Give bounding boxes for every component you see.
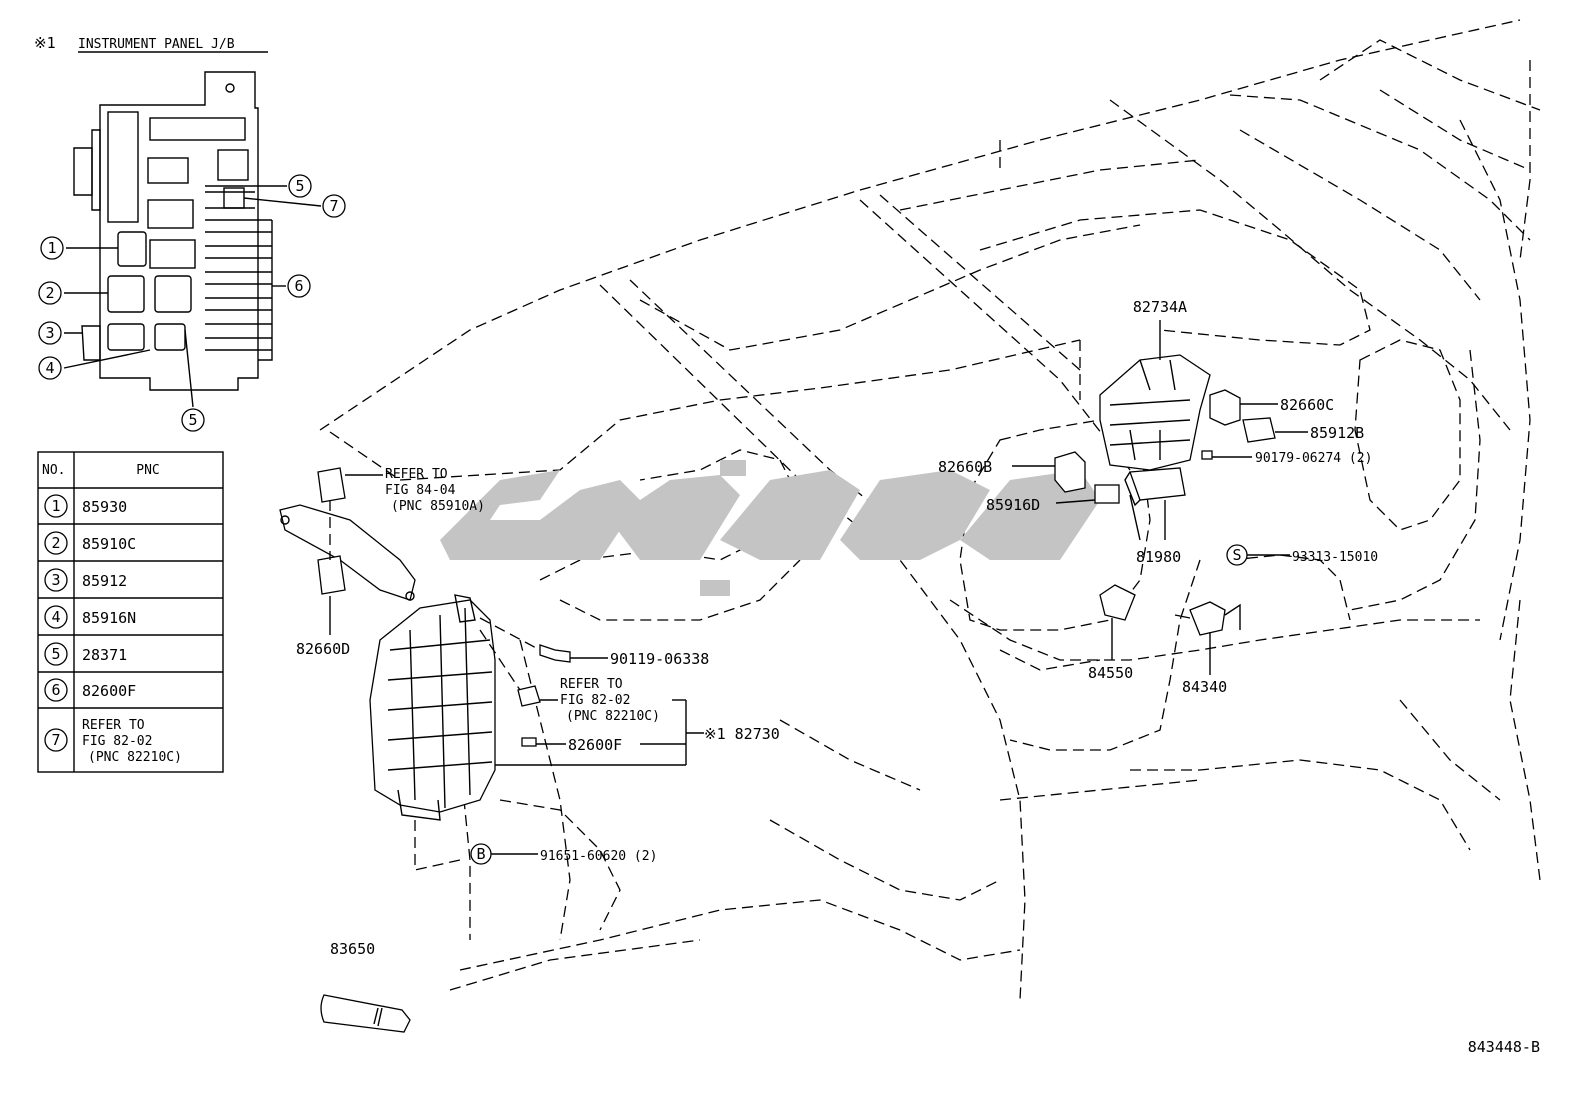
relay-82660D: 82660D xyxy=(279,467,416,658)
label-84340: 84340 xyxy=(1182,678,1227,696)
svg-text:1: 1 xyxy=(51,497,60,515)
label-85916D: 85916D xyxy=(986,496,1040,514)
inset-callouts: 1 2 3 4 5 5 7 6 xyxy=(38,174,346,432)
label-93313: 93313-15010 xyxy=(1292,550,1378,565)
svg-text:4: 4 xyxy=(45,359,54,377)
label-84550: 84550 xyxy=(1088,664,1133,682)
ref-fig-84-04: REFER TO FIG 84-04 (PNC 85910A) xyxy=(345,467,485,514)
relay-85912B: 85912B xyxy=(1242,417,1364,443)
svg-text:6: 6 xyxy=(51,681,60,699)
junction-block-82730 xyxy=(369,594,496,821)
svg-text:B: B xyxy=(476,845,485,863)
table-row: 1 85930 xyxy=(44,494,127,518)
bracket-82730: ※1 82730 xyxy=(495,700,780,766)
label-82730: ※1 82730 xyxy=(704,725,780,743)
table-row: 7 REFER TO FIG 82-02 (PNC 82210C) xyxy=(44,718,182,765)
table-row: 3 85912 xyxy=(44,568,127,592)
relay-82660B: 82660B xyxy=(938,451,1086,493)
svg-text:FIG 82-02: FIG 82-02 xyxy=(560,693,630,708)
label-91651: 91651-60620 (2) xyxy=(540,849,657,864)
svg-text:1: 1 xyxy=(47,239,56,257)
relay-82660C: 82660C xyxy=(1209,389,1334,426)
inset-title: INSTRUMENT PANEL J/B xyxy=(78,37,235,52)
label-90119: 90119-06338 xyxy=(610,650,709,668)
s-marker-93313: S 93313-15010 xyxy=(1226,544,1378,566)
callout-circle-2 xyxy=(38,281,62,305)
table-header-pnc: PNC xyxy=(136,463,159,478)
svg-text:5: 5 xyxy=(51,645,60,663)
fuse-82600F: 82600F xyxy=(521,736,686,754)
svg-text:5: 5 xyxy=(188,411,197,429)
label-82600F: 82600F xyxy=(568,736,622,754)
svg-text:7: 7 xyxy=(329,197,338,215)
label-82660D: 82660D xyxy=(296,640,350,658)
label-82660C: 82660C xyxy=(1280,396,1334,414)
label-83650: 83650 xyxy=(330,940,375,958)
table-header-no: NO. xyxy=(42,463,65,478)
switch-84550: 84550 xyxy=(1088,584,1136,682)
callout-circle-1 xyxy=(40,236,64,260)
clip-90179: 90179-06274 (2) xyxy=(1201,450,1372,466)
label-81980: 81980 xyxy=(1136,548,1181,566)
svg-text:REFER TO: REFER TO xyxy=(560,677,623,692)
svg-text:5: 5 xyxy=(295,177,304,195)
label-90179: 90179-06274 (2) xyxy=(1255,451,1372,466)
callout-circle-6 xyxy=(287,274,311,298)
callout-mark: ※1 xyxy=(34,34,56,52)
relay-85916D: 85916D xyxy=(986,484,1120,514)
label-82660B: 82660B xyxy=(938,458,992,476)
switch-84340: 84340 xyxy=(1174,601,1241,696)
callout-circle-7 xyxy=(322,194,346,218)
callout-circle-3 xyxy=(38,321,62,345)
label-85912B: 85912B xyxy=(1310,424,1364,442)
table-row: 6 82600F xyxy=(44,678,136,702)
junction-block-inset xyxy=(73,71,273,391)
svg-text:82600F: 82600F xyxy=(82,682,136,700)
svg-text:4: 4 xyxy=(51,608,60,626)
svg-text:85930: 85930 xyxy=(82,498,127,516)
svg-text:28371: 28371 xyxy=(82,646,127,664)
svg-text:85916N: 85916N xyxy=(82,609,136,627)
svg-text:3: 3 xyxy=(45,324,54,342)
svg-text:FIG 84-04: FIG 84-04 xyxy=(385,483,456,498)
svg-text:(PNC 82210C): (PNC 82210C) xyxy=(566,709,660,724)
svg-text:S: S xyxy=(1232,546,1241,564)
svg-text:(PNC 82210C): (PNC 82210C) xyxy=(88,750,182,765)
ref-fig-82-02: REFER TO FIG 82-02 (PNC 82210C) xyxy=(517,677,686,724)
callout-circle-5-bottom xyxy=(181,408,205,432)
relay-block-82734A: 82734A xyxy=(1099,298,1211,471)
svg-text:85910C: 85910C xyxy=(82,535,136,553)
table-row: 4 85916N xyxy=(44,605,136,629)
label-82734A: 82734A xyxy=(1133,298,1187,316)
table-row: 5 28371 xyxy=(44,642,127,666)
table-row: 2 85910C xyxy=(44,531,136,555)
svg-text:REFER TO: REFER TO xyxy=(385,467,448,482)
flasher-81980: 81980 xyxy=(1124,467,1186,566)
svg-text:REFER TO: REFER TO xyxy=(82,718,145,733)
svg-text:6: 6 xyxy=(294,277,303,295)
b-marker-91651: B 91651-60620 (2) xyxy=(470,843,657,865)
bolt-90119: 90119-06338 xyxy=(539,644,709,668)
diagram-id: 843448-B xyxy=(1468,1038,1540,1056)
watermark xyxy=(440,460,1100,596)
svg-text:85912: 85912 xyxy=(82,572,127,590)
svg-text:7: 7 xyxy=(51,731,60,749)
svg-text:3: 3 xyxy=(51,571,60,589)
part-83650: 83650 xyxy=(320,940,411,1033)
pnc-table: NO. PNC 1 85930 2 85910C 3 85912 4 85916… xyxy=(37,451,224,773)
callout-circle-5-top xyxy=(288,174,312,198)
svg-text:FIG 82-02: FIG 82-02 xyxy=(82,734,152,749)
callout-circle-4 xyxy=(38,356,62,380)
svg-text:2: 2 xyxy=(45,284,54,302)
svg-text:2: 2 xyxy=(51,534,60,552)
svg-text:(PNC 85910A): (PNC 85910A) xyxy=(391,499,485,514)
